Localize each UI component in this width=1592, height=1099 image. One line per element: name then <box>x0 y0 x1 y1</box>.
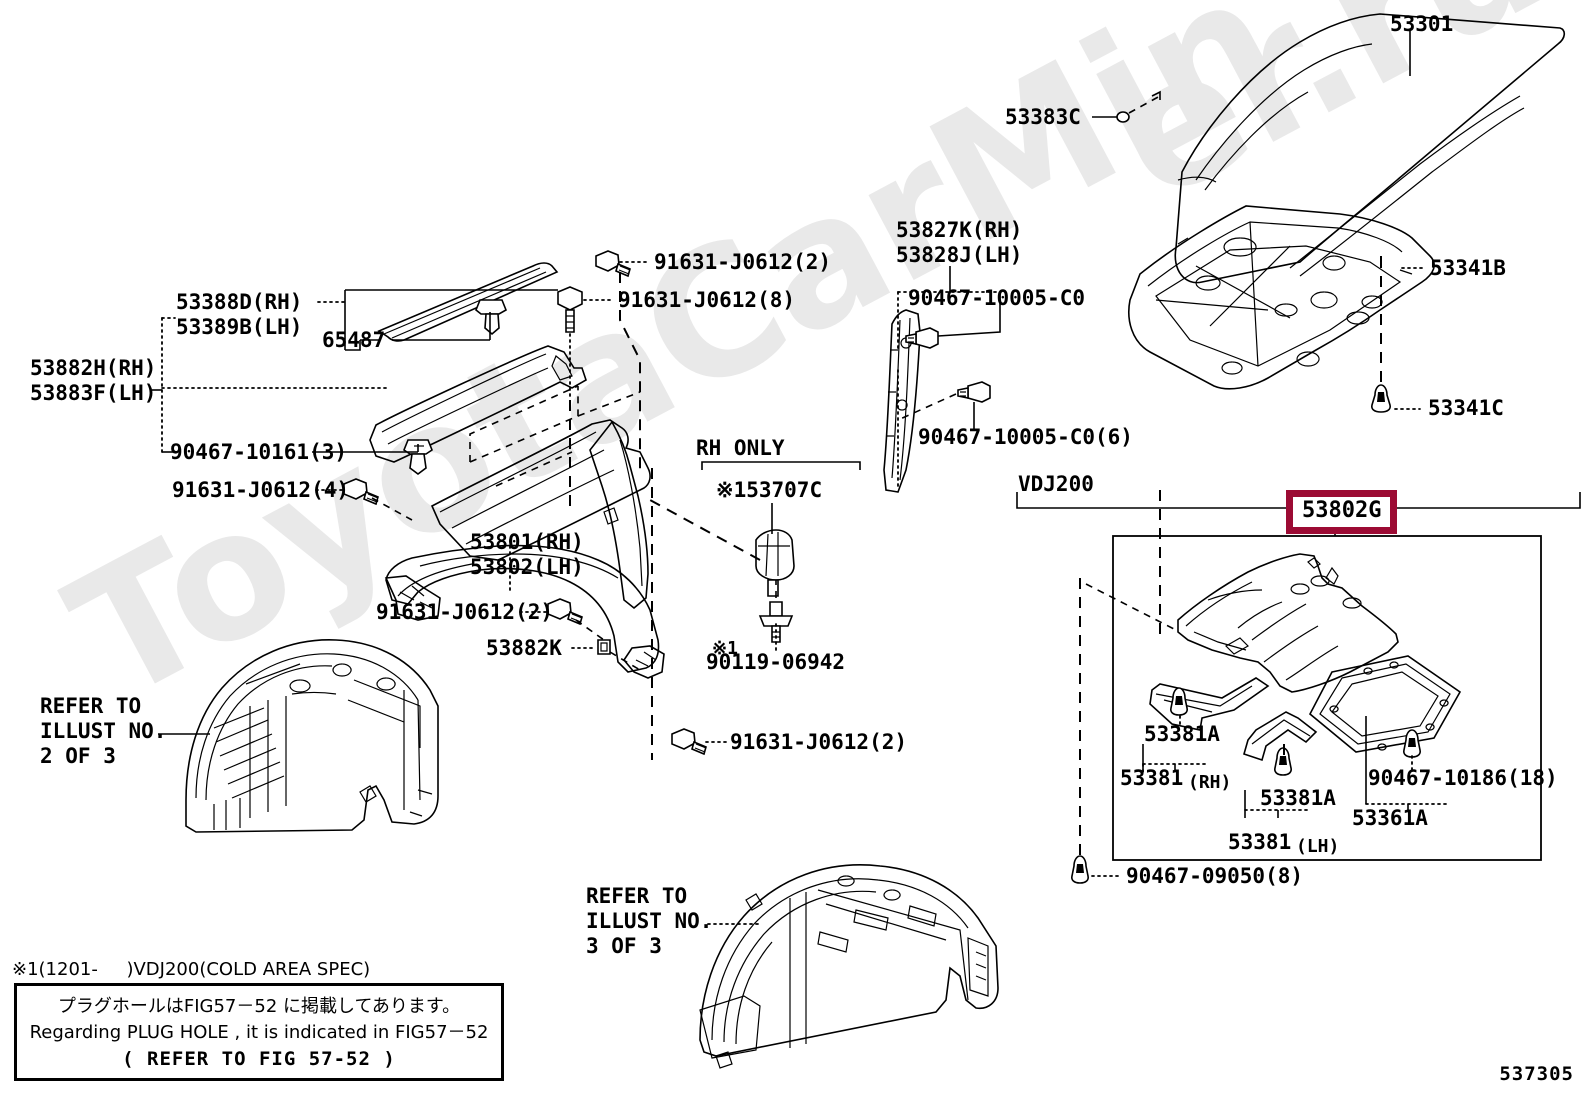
label-bracket-53381-rh: 53381 <box>1120 766 1184 790</box>
clip-10005-art <box>905 327 939 349</box>
label-rh-only: RH ONLY <box>696 436 785 460</box>
insulator-clip-art <box>1371 384 1391 413</box>
bracket-53882k-art <box>597 639 611 655</box>
bolt-8-art <box>557 286 583 333</box>
box-clips-art <box>1071 687 1421 884</box>
refer-illust-2-line2: ILLUST NO. <box>40 719 167 743</box>
refer-illust-3-line2: ILLUST NO. <box>586 909 713 933</box>
label-garnish-seal: 65487 <box>322 328 386 352</box>
hood-panel-art <box>1174 13 1566 284</box>
label-bracket-53381-lh: 53381 <box>1228 830 1292 854</box>
label-seal-lh: 53828J(LH) <box>896 243 1023 267</box>
plug-hole-note-box: プラグホールはFIG57－52 に掲載してあります。 Regarding PLU… <box>14 983 504 1081</box>
bracket-53381-lh-art <box>1243 711 1318 762</box>
fender-garnish-art <box>377 262 559 342</box>
refer-illust-3-line3: 3 OF 3 <box>586 934 662 958</box>
label-bolt-91631-8: 91631-J0612(8) <box>618 288 796 312</box>
fender-hidden-lines <box>469 385 641 487</box>
label-bracket-53381a-1: 53381A <box>1144 722 1220 746</box>
label-part-53361a: 53361A <box>1352 806 1428 830</box>
label-bracket-53381-rh-side: (RH) <box>1188 772 1232 793</box>
clip-10161-art <box>403 439 433 475</box>
refer-illust-2-line1: REFER TO <box>40 694 142 718</box>
part-53361a-art <box>1308 655 1462 753</box>
label-seal-rh: 53827K(RH) <box>896 218 1023 242</box>
label-fender-garnish-rh: 53388D(RH) <box>176 290 303 314</box>
label-hood-panel: 53301 <box>1390 12 1454 36</box>
label-hood-cushion: 53383C <box>1005 105 1081 129</box>
highlighted-part-53802g[interactable]: 53802G <box>1286 490 1398 534</box>
insulator-53802g-art <box>1177 553 1399 693</box>
label-insulator-clip: 53341C <box>1428 396 1504 420</box>
fender-liner-3-art <box>699 864 999 1069</box>
bolt-top-art <box>595 250 631 278</box>
label-fender-rh: 53801(RH) <box>470 530 584 554</box>
figure-number: 537305 <box>1499 1063 1574 1085</box>
label-bolt-91631-2-low: 91631-J0612(2) <box>730 730 908 754</box>
plug-hole-note-jp: プラグホールはFIG57－52 に掲載してあります。 <box>57 996 461 1017</box>
label-model-vdj200: VDJ200 <box>1018 472 1094 496</box>
refer-illust-3-line1: REFER TO <box>586 884 688 908</box>
label-fender-garnish-lh: 53389B(LH) <box>176 315 303 339</box>
label-hood-insulator: 53341B <box>1430 256 1506 280</box>
clip-10005-6-art <box>957 381 991 403</box>
label-bracket-53381a-2: 53381A <box>1260 786 1336 810</box>
refer-illust-2-line3: 2 OF 3 <box>40 744 116 768</box>
label-part-90119: 90119-06942 <box>706 650 846 674</box>
label-bolt-91631-2-mid: 91631-J0612(2) <box>376 600 554 624</box>
bolt-low-art <box>671 728 707 756</box>
fender-liner-2-art <box>185 639 439 833</box>
label-clip-90467-10161: 90467-10161(3) <box>170 440 348 464</box>
hood-insulator-art <box>1128 205 1435 390</box>
cowl-seal-art <box>883 309 921 493</box>
plug-hole-note-en: Regarding PLUG HOLE , it is indicated in… <box>29 1022 489 1043</box>
footnote-cold-area: ※1(1201- )VDJ200(COLD AREA SPEC) <box>12 959 371 980</box>
bolt-4-art <box>343 478 379 506</box>
label-bracket-53381-lh-side: (LH) <box>1296 836 1340 857</box>
label-bolt-91631-2-top: 91631-J0612(2) <box>654 250 832 274</box>
clip-garnish-art <box>475 299 508 336</box>
label-part-90119-mark: ※1 <box>712 638 738 659</box>
plug-hole-note-ref: ( REFER TO FIG 57-52 ) <box>122 1048 396 1070</box>
label-part-153707c: ※153707C <box>716 478 823 502</box>
label-bracket-53882k: 53882K <box>486 636 562 660</box>
label-bolt-91631-4: 91631-J0612(4) <box>172 478 350 502</box>
label-clip-90467-10005-6: 90467-10005-C0(6) <box>918 425 1133 449</box>
label-clip-90467-10186: 90467-10186(18) <box>1368 766 1558 790</box>
label-fender-upper-lh: 53883F(LH) <box>30 381 157 405</box>
label-fender-upper-rh: 53882H(RH) <box>30 356 157 380</box>
label-clip-90467-10005: 90467-10005-C0 <box>908 286 1086 310</box>
label-fender-lh: 53802(LH) <box>470 555 584 579</box>
fender-panel-art <box>384 419 665 679</box>
label-clip-90467-09050: 90467-09050(8) <box>1126 864 1304 888</box>
bolt-90119-art <box>758 601 794 643</box>
